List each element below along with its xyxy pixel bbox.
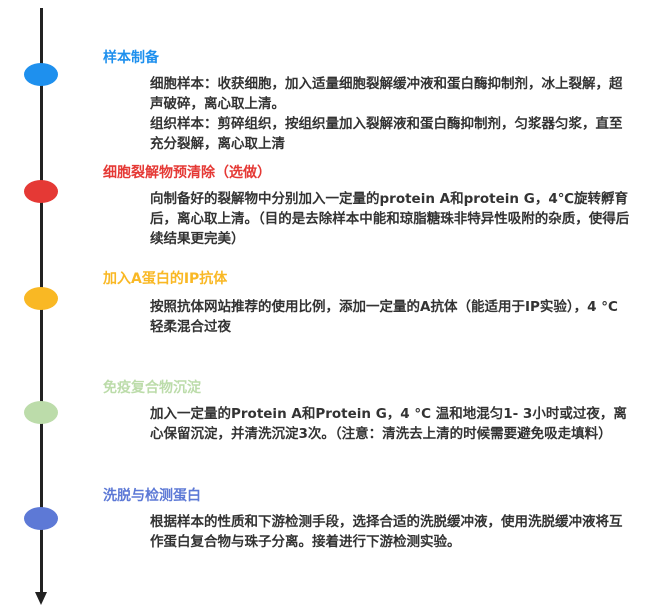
step-1-description: 细胞样本：收获细胞，加入适量细胞裂解缓冲液和蛋白酶抑制剂，冰上裂解，超声破碎，离… <box>150 74 630 154</box>
step-4-description: 加入一定量的Protein A和Protein G，4 °C 温和地混匀1- 3… <box>150 404 630 444</box>
step-1-line-2: 组织样本：剪碎组织，按组织量加入裂解液和蛋白酶抑制剂，匀浆器匀浆，直至充分裂解，… <box>150 116 623 152</box>
step-2-marker <box>24 180 58 203</box>
step-2-title: 细胞裂解物预清除（选做） <box>103 165 271 181</box>
step-4-title: 免疫复合物沉淀 <box>103 380 201 396</box>
step-1-title: 样本制备 <box>103 50 159 66</box>
step-4-marker <box>24 401 58 424</box>
step-3-title: 加入A蛋白的IP抗体 <box>103 271 228 287</box>
step-5-marker <box>24 507 58 530</box>
timeline-arrow-icon <box>35 592 47 605</box>
step-5-line-1: 根据样本的性质和下游检测手段，选择合适的洗脱缓冲液，使用洗脱缓冲液将互作蛋白复合… <box>150 514 623 550</box>
step-5-title: 洗脱与检测蛋白 <box>103 488 201 504</box>
step-3-line-1: 按照抗体网站推荐的使用比例，添加一定量的A抗体（能适用于IP实验），4 °C 轻… <box>150 299 618 335</box>
step-2-line-1: 向制备好的裂解物中分别加入一定量的protein A和protein G，4℃旋… <box>150 191 630 247</box>
step-1-marker <box>24 63 58 86</box>
step-2-description: 向制备好的裂解物中分别加入一定量的protein A和protein G，4℃旋… <box>150 189 630 249</box>
step-3-marker <box>24 287 58 310</box>
step-4-line-1: 加入一定量的Protein A和Protein G，4 °C 温和地混匀1- 3… <box>150 406 627 442</box>
step-5-description: 根据样本的性质和下游检测手段，选择合适的洗脱缓冲液，使用洗脱缓冲液将互作蛋白复合… <box>150 512 630 552</box>
step-1-line-1: 细胞样本：收获细胞，加入适量细胞裂解缓冲液和蛋白酶抑制剂，冰上裂解，超声破碎，离… <box>150 76 623 112</box>
step-3-description: 按照抗体网站推荐的使用比例，添加一定量的A抗体（能适用于IP实验），4 °C 轻… <box>150 297 630 337</box>
